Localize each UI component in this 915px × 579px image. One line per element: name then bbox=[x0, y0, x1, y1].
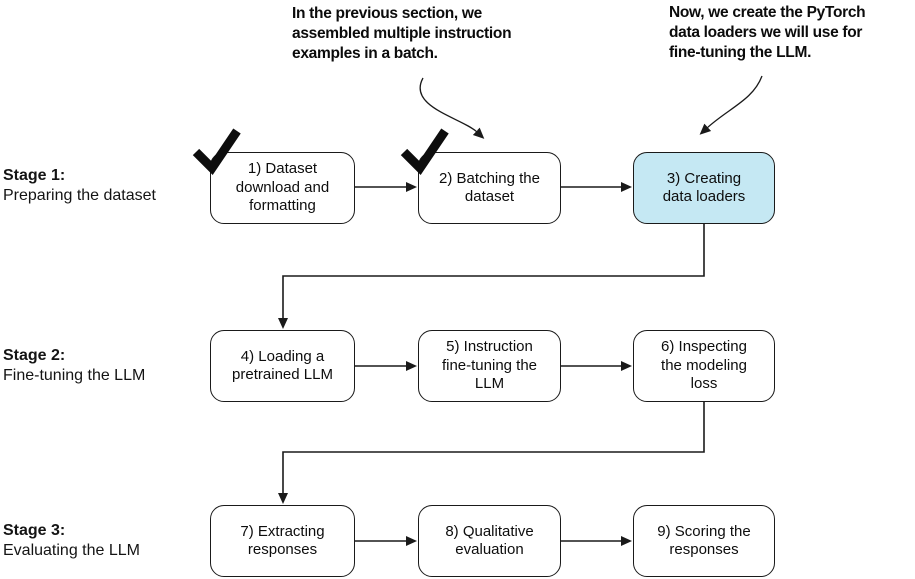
step-box-6: 6) Inspecting the modeling loss bbox=[633, 330, 775, 402]
annotation-line: data loaders we will use for bbox=[669, 24, 863, 41]
stage-title: Stage 3: bbox=[3, 522, 66, 539]
step-label-line: responses bbox=[247, 541, 318, 558]
annotation-arrow-previous bbox=[419, 77, 485, 139]
step-label-line: 8) Qualitative bbox=[445, 522, 534, 540]
connector-step3-step4 bbox=[278, 224, 705, 329]
annotation-line: examples in a batch. bbox=[292, 45, 438, 62]
annotation-line: fine-tuning the LLM. bbox=[669, 44, 812, 61]
stage-subtitle: Fine-tuning the LLM bbox=[3, 367, 146, 384]
step-box-9: 9) Scoring the responses bbox=[633, 505, 775, 577]
stage-title: Stage 1: bbox=[3, 167, 66, 184]
step-label-line: evaluation bbox=[455, 541, 524, 558]
annotation-line: assembled multiple instruction bbox=[292, 25, 512, 42]
step-label-line: 9) Scoring the bbox=[657, 522, 751, 540]
annotation-current-section: Now, we create the PyTorch data loaders … bbox=[669, 3, 866, 63]
stage-1-label: Stage 1: Preparing the dataset bbox=[3, 166, 203, 206]
step-box-3-highlighted: 3) Creating data loaders bbox=[633, 152, 775, 224]
step-label-line: LLM bbox=[474, 375, 505, 393]
step-label-line: fine-tuning the bbox=[441, 356, 538, 374]
step-label-line: formatting bbox=[249, 197, 316, 215]
annotation-previous-section: In the previous section, we assembled mu… bbox=[292, 4, 512, 64]
step-label-line: pretrained LLM bbox=[232, 366, 333, 383]
step-box-7: 7) Extracting responses bbox=[210, 505, 355, 577]
step-label-line: the modeling bbox=[661, 356, 747, 374]
stage-title: Stage 2: bbox=[3, 347, 66, 364]
step-label-line: 3) Creating bbox=[666, 169, 742, 187]
step-label-line: 2) Batching the bbox=[439, 169, 540, 187]
step-label-line: download and bbox=[235, 178, 330, 196]
stage-subtitle: Evaluating the LLM bbox=[3, 542, 140, 559]
step-box-5: 5) Instruction fine-tuning the LLM bbox=[418, 330, 561, 402]
stage-subtitle: Preparing the dataset bbox=[3, 187, 156, 204]
annotation-arrow-current bbox=[699, 75, 763, 135]
step-box-8: 8) Qualitative evaluation bbox=[418, 505, 561, 577]
step-label-line: 4) Loading a bbox=[240, 347, 325, 365]
step-label-line: loss bbox=[690, 375, 718, 393]
stage-2-label: Stage 2: Fine-tuning the LLM bbox=[3, 346, 203, 386]
annotation-line: In the previous section, we bbox=[292, 5, 483, 22]
step-label-line: 1) Dataset bbox=[247, 160, 318, 178]
annotation-line: Now, we create the PyTorch bbox=[669, 4, 866, 21]
step-label-line: dataset bbox=[464, 188, 515, 205]
step-label-line: 7) Extracting bbox=[240, 522, 325, 540]
step-box-1: 1) Dataset download and formatting bbox=[210, 152, 355, 224]
step-box-2: 2) Batching the dataset bbox=[418, 152, 561, 224]
stage-3-label: Stage 3: Evaluating the LLM bbox=[3, 521, 203, 561]
step-label-line: data loaders bbox=[662, 188, 746, 205]
connector-step6-step7 bbox=[278, 402, 705, 504]
step-label-line: 5) Instruction bbox=[446, 338, 533, 356]
step-label-line: responses bbox=[669, 541, 739, 558]
step-box-4: 4) Loading a pretrained LLM bbox=[210, 330, 355, 402]
step-label-line: 6) Inspecting bbox=[661, 338, 747, 356]
